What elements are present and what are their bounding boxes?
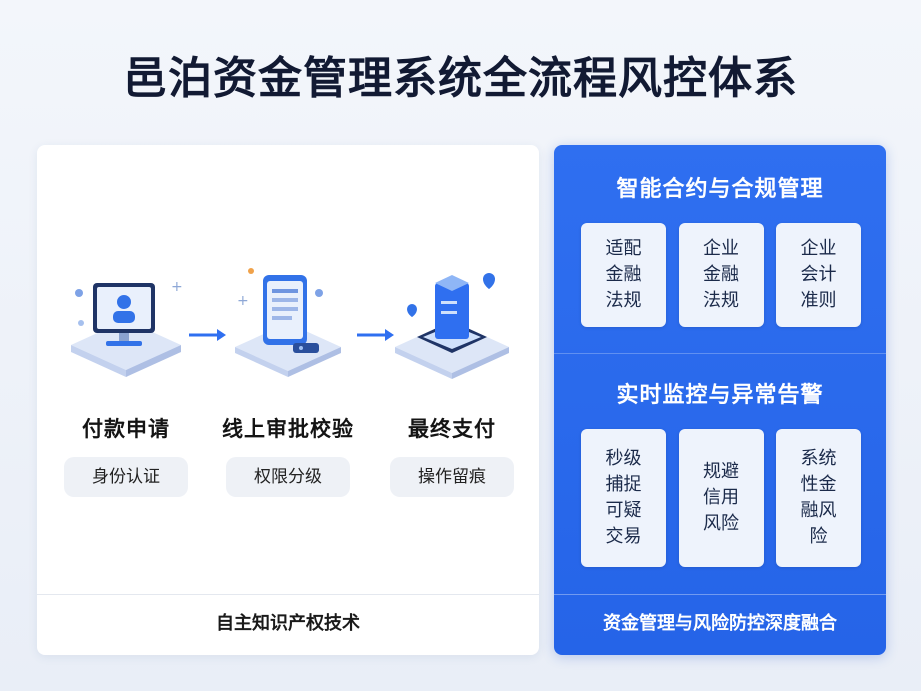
step-title: 线上审批校验 <box>222 417 354 441</box>
arrow-right-icon <box>357 329 394 341</box>
svg-text:+: + <box>171 279 183 295</box>
process-flow-panel: + 付款申请 身份认证 + 线上审批校验 权限分级 <box>37 145 539 655</box>
monitoring-card: 秒级捕捉可疑交易 <box>581 429 666 567</box>
compliance-card: 适配金融法规 <box>581 223 666 327</box>
right-footer: 资金管理与风险防控深度融合 <box>554 594 886 655</box>
risk-control-panel: 智能合约与合规管理 适配金融法规 企业金融法规 企业会计准则 实时监控与异常告警… <box>554 145 886 655</box>
monitoring-card: 规避信用风险 <box>678 429 764 567</box>
step-title: 付款申请 <box>82 417 170 441</box>
monitoring-cards: 秒级捕捉可疑交易 规避信用风险 系统性金融风险 <box>581 429 861 567</box>
step-tag: 身份认证 <box>64 457 188 497</box>
monitoring-header: 实时监控与异常告警 <box>616 383 824 408</box>
monitoring-card: 系统性金融风险 <box>776 429 861 567</box>
compliance-card: 企业金融法规 <box>678 223 764 327</box>
arrow-right-icon <box>189 329 226 341</box>
left-footer: 自主知识产权技术 <box>37 594 539 655</box>
step-final-payment: 最终支付 操作留痕 <box>377 265 527 497</box>
section-divider <box>554 353 886 354</box>
step-title: 最终支付 <box>408 417 496 441</box>
compliance-header: 智能合约与合规管理 <box>616 177 824 202</box>
step-tag: 操作留痕 <box>390 457 514 497</box>
compliance-card: 企业会计准则 <box>776 223 861 327</box>
page-title: 邑泊资金管理系统全流程风控体系 <box>123 53 798 104</box>
svg-text:+: + <box>237 293 249 309</box>
step-payment-request: + 付款申请 身份认证 <box>51 265 201 497</box>
compliance-cards: 适配金融法规 企业金融法规 企业会计准则 <box>581 223 861 327</box>
step-tag: 权限分级 <box>226 457 350 497</box>
server-database-icon <box>395 273 509 379</box>
computer-user-icon: + <box>71 279 183 377</box>
tablet-document-icon: + <box>235 268 341 377</box>
step-online-approval: + 线上审批校验 权限分级 <box>213 265 363 497</box>
